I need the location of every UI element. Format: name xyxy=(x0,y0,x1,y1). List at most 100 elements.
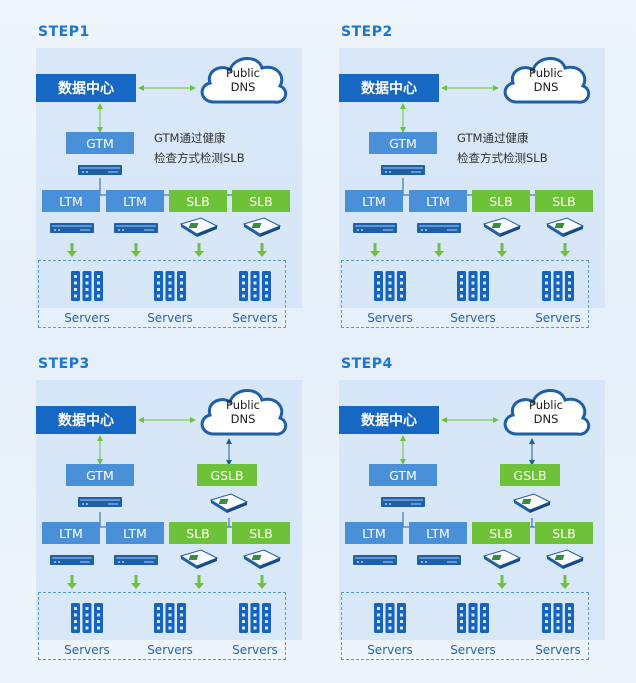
gtm-rack-icon xyxy=(78,494,122,513)
server-icon xyxy=(140,603,200,633)
gtm-health-check-note: GTM通过健康 检查方式检测SLB xyxy=(457,131,548,165)
slb-appliance-icon xyxy=(179,216,219,242)
gtm-rack-icon xyxy=(381,494,425,513)
ltm-rack-icon xyxy=(353,552,397,571)
node-box-slb-3: SLB xyxy=(169,522,227,544)
node-box-ltm-1: LTM xyxy=(345,190,403,212)
gtm-box: GTM xyxy=(66,132,134,154)
node-box-slb-3: SLB xyxy=(472,522,530,544)
slb-appliance-icon xyxy=(179,548,219,574)
server-icon xyxy=(360,603,420,633)
datacenter-label: 数据中心 xyxy=(36,74,136,102)
gtm-health-check-note: GTM通过健康 检查方式检测SLB xyxy=(154,131,245,165)
slb-appliance-icon xyxy=(242,216,282,242)
step-title: STEP2 xyxy=(341,24,393,40)
cloud-label-line2: DNS xyxy=(533,80,559,94)
server-label: Servers xyxy=(64,311,110,325)
ltm-rack-icon xyxy=(114,552,158,571)
node-box-slb-4: SLB xyxy=(535,190,593,212)
datacenter-label: 数据中心 xyxy=(339,74,439,102)
step-title: STEP4 xyxy=(341,356,393,372)
server-icon xyxy=(225,603,285,633)
slb-appliance-icon xyxy=(545,216,585,242)
cloud-label-line2: DNS xyxy=(230,80,256,94)
server-label: Servers xyxy=(450,311,496,325)
server-label: Servers xyxy=(147,311,193,325)
servers-area: Servers Servers Servers xyxy=(38,260,286,328)
node-box-ltm-2: LTM xyxy=(106,522,164,544)
node-box-ltm-2: LTM xyxy=(106,190,164,212)
server-icon xyxy=(443,271,503,301)
node-box-slb-4: SLB xyxy=(232,190,290,212)
server-icon xyxy=(57,603,117,633)
cloud-label-line2: DNS xyxy=(230,412,256,426)
gtm-box: GTM xyxy=(66,464,134,486)
node-box-slb-4: SLB xyxy=(535,522,593,544)
node-box-ltm-1: LTM xyxy=(345,522,403,544)
servers-area: Servers Servers Servers xyxy=(341,260,589,328)
servers-area: Servers Servers Servers xyxy=(341,592,589,660)
node-box-ltm-2: LTM xyxy=(409,522,467,544)
server-group: Servers xyxy=(360,603,420,657)
node-box-slb-4: SLB xyxy=(232,522,290,544)
server-group: Servers xyxy=(140,271,200,325)
server-group: Servers xyxy=(57,603,117,657)
node-box-slb-3: SLB xyxy=(472,190,530,212)
server-group: Servers xyxy=(225,271,285,325)
ltm-rack-icon xyxy=(353,220,397,239)
ltm-rack-icon xyxy=(114,220,158,239)
slb-appliance-icon xyxy=(482,548,522,574)
step-title: STEP3 xyxy=(38,356,90,372)
server-label: Servers xyxy=(450,643,496,657)
gslb-appliance-icon xyxy=(512,492,552,518)
slb-appliance-icon xyxy=(545,548,585,574)
server-label: Servers xyxy=(147,643,193,657)
slb-appliance-icon xyxy=(242,548,282,574)
node-box-ltm-2: LTM xyxy=(409,190,467,212)
server-group: Servers xyxy=(140,603,200,657)
step-title: STEP1 xyxy=(38,24,90,40)
cloud-label-line2: DNS xyxy=(533,412,559,426)
ltm-rack-icon xyxy=(417,220,461,239)
server-label: Servers xyxy=(232,311,278,325)
cloud-label-line1: Public xyxy=(225,66,261,80)
slb-appliance-icon xyxy=(482,216,522,242)
server-icon xyxy=(140,271,200,301)
server-label: Servers xyxy=(535,643,581,657)
server-icon xyxy=(57,271,117,301)
node-box-slb-3: SLB xyxy=(169,190,227,212)
gslb-box: GSLB xyxy=(197,464,257,486)
gtm-rack-icon xyxy=(78,162,122,181)
server-group: Servers xyxy=(528,603,588,657)
datacenter-label: 数据中心 xyxy=(339,406,439,434)
server-group: Servers xyxy=(443,271,503,325)
gtm-rack-icon xyxy=(381,162,425,181)
server-icon xyxy=(528,271,588,301)
server-group: Servers xyxy=(57,271,117,325)
ltm-rack-icon xyxy=(50,552,94,571)
server-label: Servers xyxy=(367,643,413,657)
node-box-ltm-1: LTM xyxy=(42,522,100,544)
gtm-box: GTM xyxy=(369,132,437,154)
cloud-label-line1: Public xyxy=(528,66,564,80)
server-label: Servers xyxy=(535,311,581,325)
server-group: Servers xyxy=(443,603,503,657)
server-label: Servers xyxy=(367,311,413,325)
server-icon xyxy=(225,271,285,301)
node-box-ltm-1: LTM xyxy=(42,190,100,212)
servers-area: Servers Servers Servers xyxy=(38,592,286,660)
server-group: Servers xyxy=(528,271,588,325)
gslb-box: GSLB xyxy=(500,464,560,486)
gslb-appliance-icon xyxy=(209,492,249,518)
